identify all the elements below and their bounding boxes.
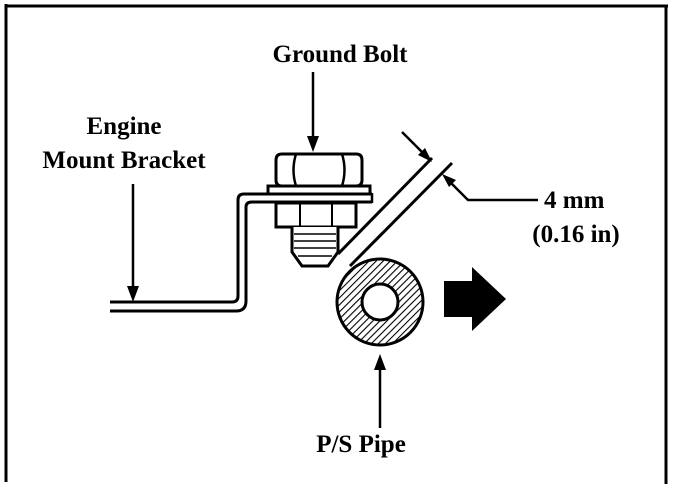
engine-mount-label-line1: Engine xyxy=(86,113,161,140)
engine-mount-leader xyxy=(127,184,139,302)
ground-bolt-leader xyxy=(307,72,319,152)
ps-pipe xyxy=(335,257,425,347)
ps-pipe-leader xyxy=(374,354,386,428)
engine-mount-label-line2: Mount Bracket xyxy=(42,147,206,174)
gap-value-label: 4 mm xyxy=(544,187,605,214)
clearance-lines xyxy=(336,156,454,268)
ground-bolt-label: Ground Bolt xyxy=(273,41,409,68)
figure-frame xyxy=(4,4,668,484)
gap-dimension-arrows xyxy=(401,131,538,202)
ps-pipe-label: P/S Pipe xyxy=(316,431,406,458)
gap-value-in-label: (0.16 in) xyxy=(532,221,620,248)
engine-mount-bracket xyxy=(110,192,374,313)
arrow-right-icon xyxy=(444,267,506,331)
ground-bolt xyxy=(266,152,372,268)
